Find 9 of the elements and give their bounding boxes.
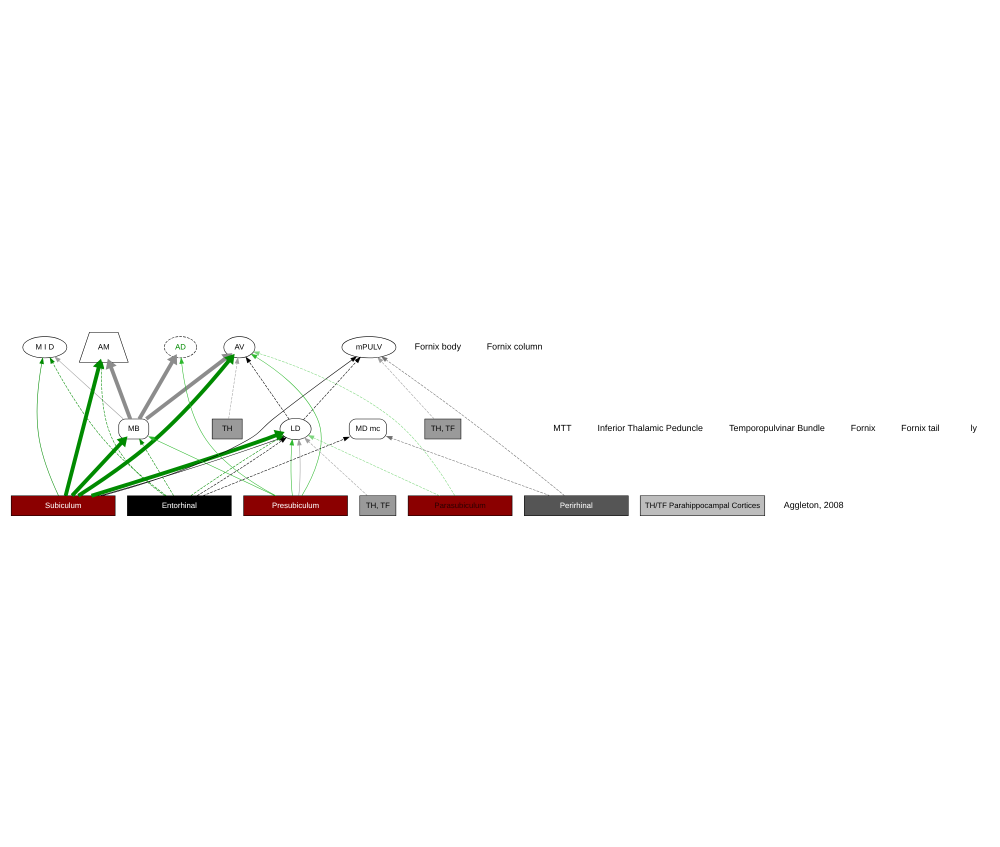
label: Aggleton, 2008 — [784, 499, 844, 510]
label: Fornix — [850, 422, 876, 433]
label: Fornix column — [486, 340, 542, 351]
label: Temporopulvinar Bundle — [729, 422, 825, 433]
label: Inferior Thalamic Peduncle — [598, 422, 703, 433]
label: MTT — [553, 422, 572, 433]
label: Fornix body — [414, 340, 462, 351]
label: ly — [970, 422, 977, 433]
label: Fornix tail — [901, 422, 940, 433]
